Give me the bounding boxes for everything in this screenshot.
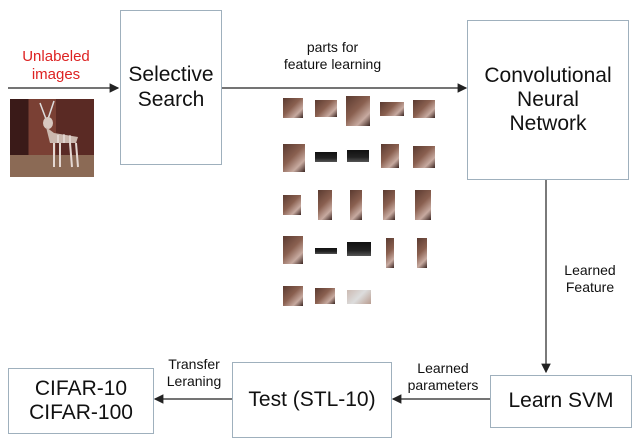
patch <box>347 242 371 256</box>
output-label: CIFAR-10 CIFAR-100 <box>29 376 133 424</box>
learn-svm-box: Learn SVM <box>490 375 632 428</box>
patch <box>347 150 369 162</box>
selective-search-label: Selective Search <box>128 63 214 111</box>
patch <box>283 144 305 172</box>
patch <box>315 100 337 117</box>
patch <box>315 248 337 254</box>
patch <box>346 96 370 126</box>
test-box: Test (STL-10) <box>232 362 392 438</box>
patch <box>417 238 427 268</box>
patch <box>350 190 362 220</box>
kudu-photo <box>10 99 94 177</box>
patch <box>380 102 404 116</box>
selective-search-box: Selective Search <box>120 10 222 165</box>
patch <box>381 144 399 168</box>
learn-svm-label: Learn SVM <box>508 389 614 413</box>
patch <box>283 286 303 306</box>
learned-feature-label: Learned Feature <box>564 262 616 295</box>
patch <box>415 190 431 220</box>
parts-label: parts for feature learning <box>283 39 382 72</box>
patch <box>386 238 394 268</box>
input-label: Unlabeled images <box>22 48 90 83</box>
cnn-label: Convolutional Neural Network <box>484 63 612 136</box>
patch <box>315 152 337 162</box>
patch <box>383 190 395 220</box>
learned-parameters-label: Learned parameters <box>407 360 479 393</box>
patch <box>315 288 335 304</box>
patch <box>318 190 332 220</box>
patch <box>283 236 303 264</box>
patch <box>413 100 435 118</box>
patch <box>347 290 371 304</box>
patch <box>283 98 303 118</box>
cnn-box: Convolutional Neural Network <box>467 20 629 180</box>
test-label: Test (STL-10) <box>248 387 376 411</box>
transfer-learning-label: Transfer Leraning <box>166 356 222 389</box>
image-patches-grid <box>275 92 445 324</box>
patch <box>413 146 435 168</box>
output-box: CIFAR-10 CIFAR-100 <box>8 368 154 434</box>
patch <box>283 195 301 215</box>
